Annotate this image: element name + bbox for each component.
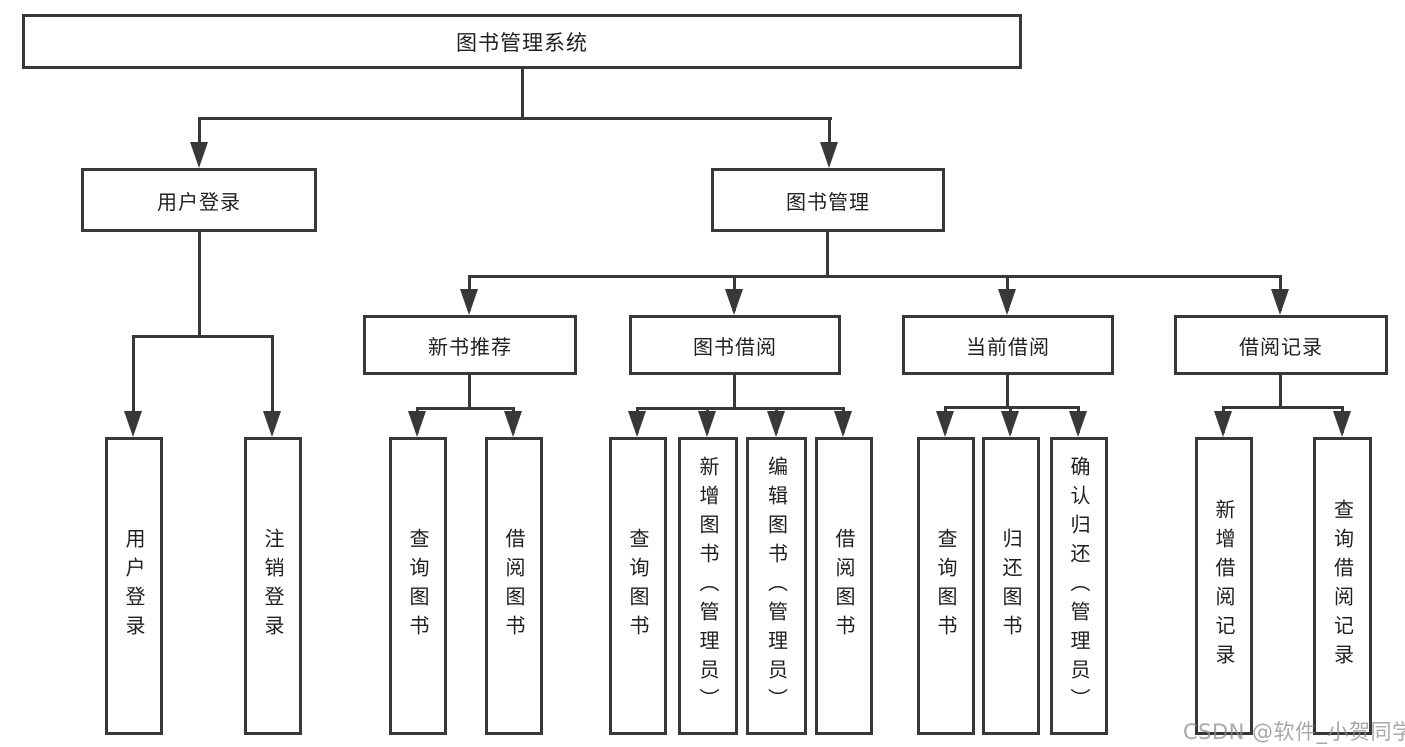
arrowhead-down bbox=[936, 411, 954, 437]
node-root-label: 图书管理系统 bbox=[456, 30, 588, 55]
arrowhead-down bbox=[725, 289, 743, 315]
arrowhead-down bbox=[628, 411, 646, 437]
node-user-login: 用户登录 bbox=[81, 168, 317, 232]
node-label: 当前借阅 bbox=[966, 334, 1050, 359]
arrowhead-down bbox=[190, 142, 208, 168]
leaf-label: 注销登录 bbox=[261, 528, 285, 644]
leaf-node-query-books-borrow: 查询图书 bbox=[609, 437, 667, 735]
arrowhead-down bbox=[1271, 289, 1289, 315]
node-label: 图书借阅 bbox=[693, 334, 777, 359]
connector-drop-book-management bbox=[828, 117, 831, 162]
leaf-node-user-login: 用户登录 bbox=[105, 437, 163, 735]
connector-records-stem bbox=[1279, 375, 1282, 406]
leaf-node-confirm-return-admin: 确认归还（管理员） bbox=[1050, 437, 1108, 735]
connector-root-rail bbox=[198, 117, 832, 120]
connector-userlogin-rail bbox=[132, 335, 274, 338]
arrowhead-down bbox=[767, 411, 785, 437]
leaf-label: 查询图书 bbox=[934, 528, 958, 644]
leaf-node-query-borrow-record: 查询借阅记录 bbox=[1313, 437, 1372, 735]
arrowhead-down bbox=[408, 411, 426, 437]
leaf-label: 查询图书 bbox=[406, 528, 430, 644]
leaf-label: 归还图书 bbox=[999, 528, 1023, 644]
leaf-node-query-books-recommend: 查询图书 bbox=[389, 437, 447, 735]
connector-bookmgmt-rail bbox=[468, 275, 1282, 278]
arrowhead-down bbox=[124, 411, 142, 437]
leaf-label: 借阅图书 bbox=[502, 528, 526, 644]
node-book-borrow: 图书借阅 bbox=[629, 315, 841, 375]
arrowhead-down bbox=[263, 411, 281, 437]
connector-drop-user-login bbox=[198, 117, 201, 162]
leaf-label: 编辑图书（管理员） bbox=[764, 455, 789, 717]
leaf-node-query-books-current: 查询图书 bbox=[917, 437, 975, 735]
leaf-label: 借阅图书 bbox=[832, 528, 856, 644]
leaf-label: 确认归还（管理员） bbox=[1067, 455, 1091, 717]
node-label: 图书管理 bbox=[786, 189, 870, 214]
leaf-node-edit-books-admin: 编辑图书（管理员） bbox=[746, 437, 807, 735]
leaf-label: 查询借阅记录 bbox=[1330, 499, 1355, 673]
leaf-node-return-books: 归还图书 bbox=[982, 437, 1040, 735]
connector-newbook-rail bbox=[416, 407, 515, 410]
leaf-node-logout: 注销登录 bbox=[244, 437, 302, 735]
connector-root-stem bbox=[521, 69, 524, 117]
arrowhead-down bbox=[834, 411, 852, 437]
arrowhead-down bbox=[504, 411, 522, 437]
connector-current-rail bbox=[944, 406, 1080, 409]
leaf-node-borrow-books-recommend: 借阅图书 bbox=[485, 437, 543, 735]
node-borrow-records: 借阅记录 bbox=[1174, 315, 1388, 375]
leaf-node-add-books-admin: 新增图书（管理员） bbox=[678, 437, 738, 735]
arrowhead-down bbox=[1001, 411, 1019, 437]
node-label: 新书推荐 bbox=[428, 334, 512, 359]
node-label: 用户登录 bbox=[157, 189, 241, 214]
connector-bookmgmt-stem bbox=[826, 232, 829, 275]
leaf-label: 新增借阅记录 bbox=[1212, 499, 1236, 673]
leaf-label: 新增图书（管理员） bbox=[696, 455, 720, 717]
watermark: CSDN @软件_小贺同学 bbox=[1183, 720, 1405, 744]
node-new-book-recommend: 新书推荐 bbox=[363, 315, 577, 375]
connector-drop-leaf bbox=[132, 335, 135, 431]
node-root: 图书管理系统 bbox=[22, 14, 1022, 69]
arrowhead-down bbox=[1333, 411, 1351, 437]
arrowhead-down bbox=[1214, 411, 1232, 437]
arrowhead-down bbox=[698, 411, 716, 437]
leaf-label: 查询图书 bbox=[626, 528, 650, 644]
node-label: 借阅记录 bbox=[1239, 334, 1323, 359]
connector-records-rail bbox=[1222, 406, 1344, 409]
connector-drop-leaf bbox=[271, 335, 274, 431]
arrowhead-down bbox=[998, 289, 1016, 315]
connector-borrow-rail bbox=[636, 407, 845, 410]
connector-newbook-stem bbox=[468, 375, 471, 407]
connector-borrow-stem bbox=[733, 375, 736, 407]
leaf-node-add-borrow-record: 新增借阅记录 bbox=[1195, 437, 1253, 735]
leaf-node-borrow-books: 借阅图书 bbox=[815, 437, 873, 735]
node-book-management: 图书管理 bbox=[711, 168, 945, 232]
arrowhead-down bbox=[1069, 411, 1087, 437]
arrowhead-down bbox=[820, 142, 838, 168]
connector-current-stem bbox=[1006, 375, 1009, 406]
connector-userlogin-stem bbox=[198, 232, 201, 335]
leaf-label: 用户登录 bbox=[122, 528, 146, 644]
node-current-borrow: 当前借阅 bbox=[902, 315, 1114, 375]
arrowhead-down bbox=[460, 289, 478, 315]
